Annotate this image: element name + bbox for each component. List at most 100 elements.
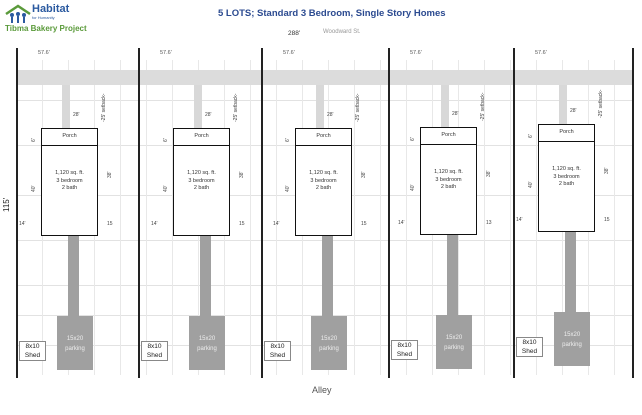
left-side-yard: 14' xyxy=(273,221,280,227)
porch-depth: 6' xyxy=(410,137,416,141)
front-setback: 28' xyxy=(570,108,577,114)
front-setback: 28' xyxy=(205,112,212,118)
org-tagline: for Humanity xyxy=(32,15,55,20)
driveway xyxy=(322,236,333,316)
lot-width: 57.6' xyxy=(535,50,547,56)
total-width: 288' xyxy=(288,30,301,37)
alley-label: Alley xyxy=(312,385,332,395)
house-sqft: 1,120 sq. ft. xyxy=(55,170,84,176)
house-width: 38' xyxy=(239,171,245,178)
shed-label: Shed xyxy=(24,352,41,359)
house-baths: 2 bath xyxy=(315,185,332,191)
porch-depth: 6' xyxy=(163,138,169,142)
house-baths: 2 bath xyxy=(440,184,457,190)
shed-label: Shed xyxy=(396,351,413,358)
parking-pad: 15x20 parking xyxy=(436,315,472,369)
house-depth: 40' xyxy=(410,184,416,191)
lot-line xyxy=(388,48,390,378)
right-side-yard: 13 xyxy=(486,220,492,226)
lot-width: 57.6' xyxy=(38,50,50,56)
grid-line xyxy=(380,60,381,375)
grid-line xyxy=(406,60,407,375)
front-setback: 28' xyxy=(73,112,80,118)
right-side-yard: 15 xyxy=(604,217,610,223)
parking-size: 15x20 xyxy=(563,332,581,338)
street-name: Woodward St. xyxy=(323,29,361,35)
left-side-yard: 14' xyxy=(398,220,405,226)
shed-size: 8x10 xyxy=(270,343,285,350)
driveway xyxy=(447,235,458,315)
street-band xyxy=(16,70,632,85)
house-bedrooms: 3 bedroom xyxy=(56,177,83,184)
lot-line xyxy=(138,48,140,378)
house-depth: 40' xyxy=(163,185,169,192)
parking-size: 15x20 xyxy=(445,335,463,341)
house-sqft: 1,120 sq. ft. xyxy=(187,170,216,176)
porch-depth: 6' xyxy=(31,138,37,142)
porch: Porch xyxy=(539,125,594,142)
house-depth: 40' xyxy=(528,181,534,188)
house-width: 38' xyxy=(604,167,610,174)
driveway xyxy=(565,232,576,312)
house-bedrooms: 3 bedroom xyxy=(310,177,337,184)
house-sqft: 1,120 sq. ft. xyxy=(434,169,463,175)
lot-line xyxy=(632,48,634,378)
lot-line xyxy=(261,48,263,378)
parking-label: parking xyxy=(197,346,217,352)
house-baths: 2 bath xyxy=(193,185,210,191)
grid-line xyxy=(536,60,537,375)
project-name: Tibma Bakery Project xyxy=(5,24,87,33)
porch: Porch xyxy=(421,128,476,145)
walkway xyxy=(559,85,567,124)
house-baths: 2 bath xyxy=(558,181,575,187)
shed-label: Shed xyxy=(146,352,163,359)
porch: Porch xyxy=(42,129,97,146)
house-depth: 40' xyxy=(285,185,291,192)
setback-label: -25' setback- xyxy=(101,93,107,122)
front-setback: 28' xyxy=(452,111,459,117)
shed-label: Shed xyxy=(521,348,538,355)
grid-line xyxy=(354,60,355,375)
right-side-yard: 15 xyxy=(239,221,245,227)
walkway xyxy=(62,85,70,128)
grid-line xyxy=(250,60,251,375)
lot-line xyxy=(513,48,515,378)
grid-line xyxy=(484,60,485,375)
lot-depth: 115' xyxy=(2,197,11,212)
parking-label: parking xyxy=(444,345,464,351)
porch-depth: 6' xyxy=(528,134,534,138)
grid-line xyxy=(510,60,511,375)
parking-size: 15x20 xyxy=(66,336,84,342)
shed-label: Shed xyxy=(269,352,286,359)
walkway xyxy=(441,85,449,127)
lot-line xyxy=(16,48,18,378)
porch: Porch xyxy=(296,129,351,146)
setback-label: -25' setback- xyxy=(233,93,239,122)
right-side-yard: 15 xyxy=(107,221,113,227)
habitat-logo-icon xyxy=(5,4,31,23)
grid-line xyxy=(276,60,277,375)
house-width: 38' xyxy=(361,171,367,178)
shed-size: 8x10 xyxy=(25,343,40,350)
lot-width: 57.6' xyxy=(160,50,172,56)
house-sqft: 1,120 sq. ft. xyxy=(552,166,581,172)
page-title: 5 LOTS; Standard 3 Bedroom, Single Story… xyxy=(218,8,446,19)
grid-line xyxy=(172,60,173,375)
setback-label: -25' setback- xyxy=(480,92,486,121)
shed-size: 8x10 xyxy=(522,339,537,346)
house-baths: 2 bath xyxy=(61,185,78,191)
grid-line xyxy=(120,60,121,375)
